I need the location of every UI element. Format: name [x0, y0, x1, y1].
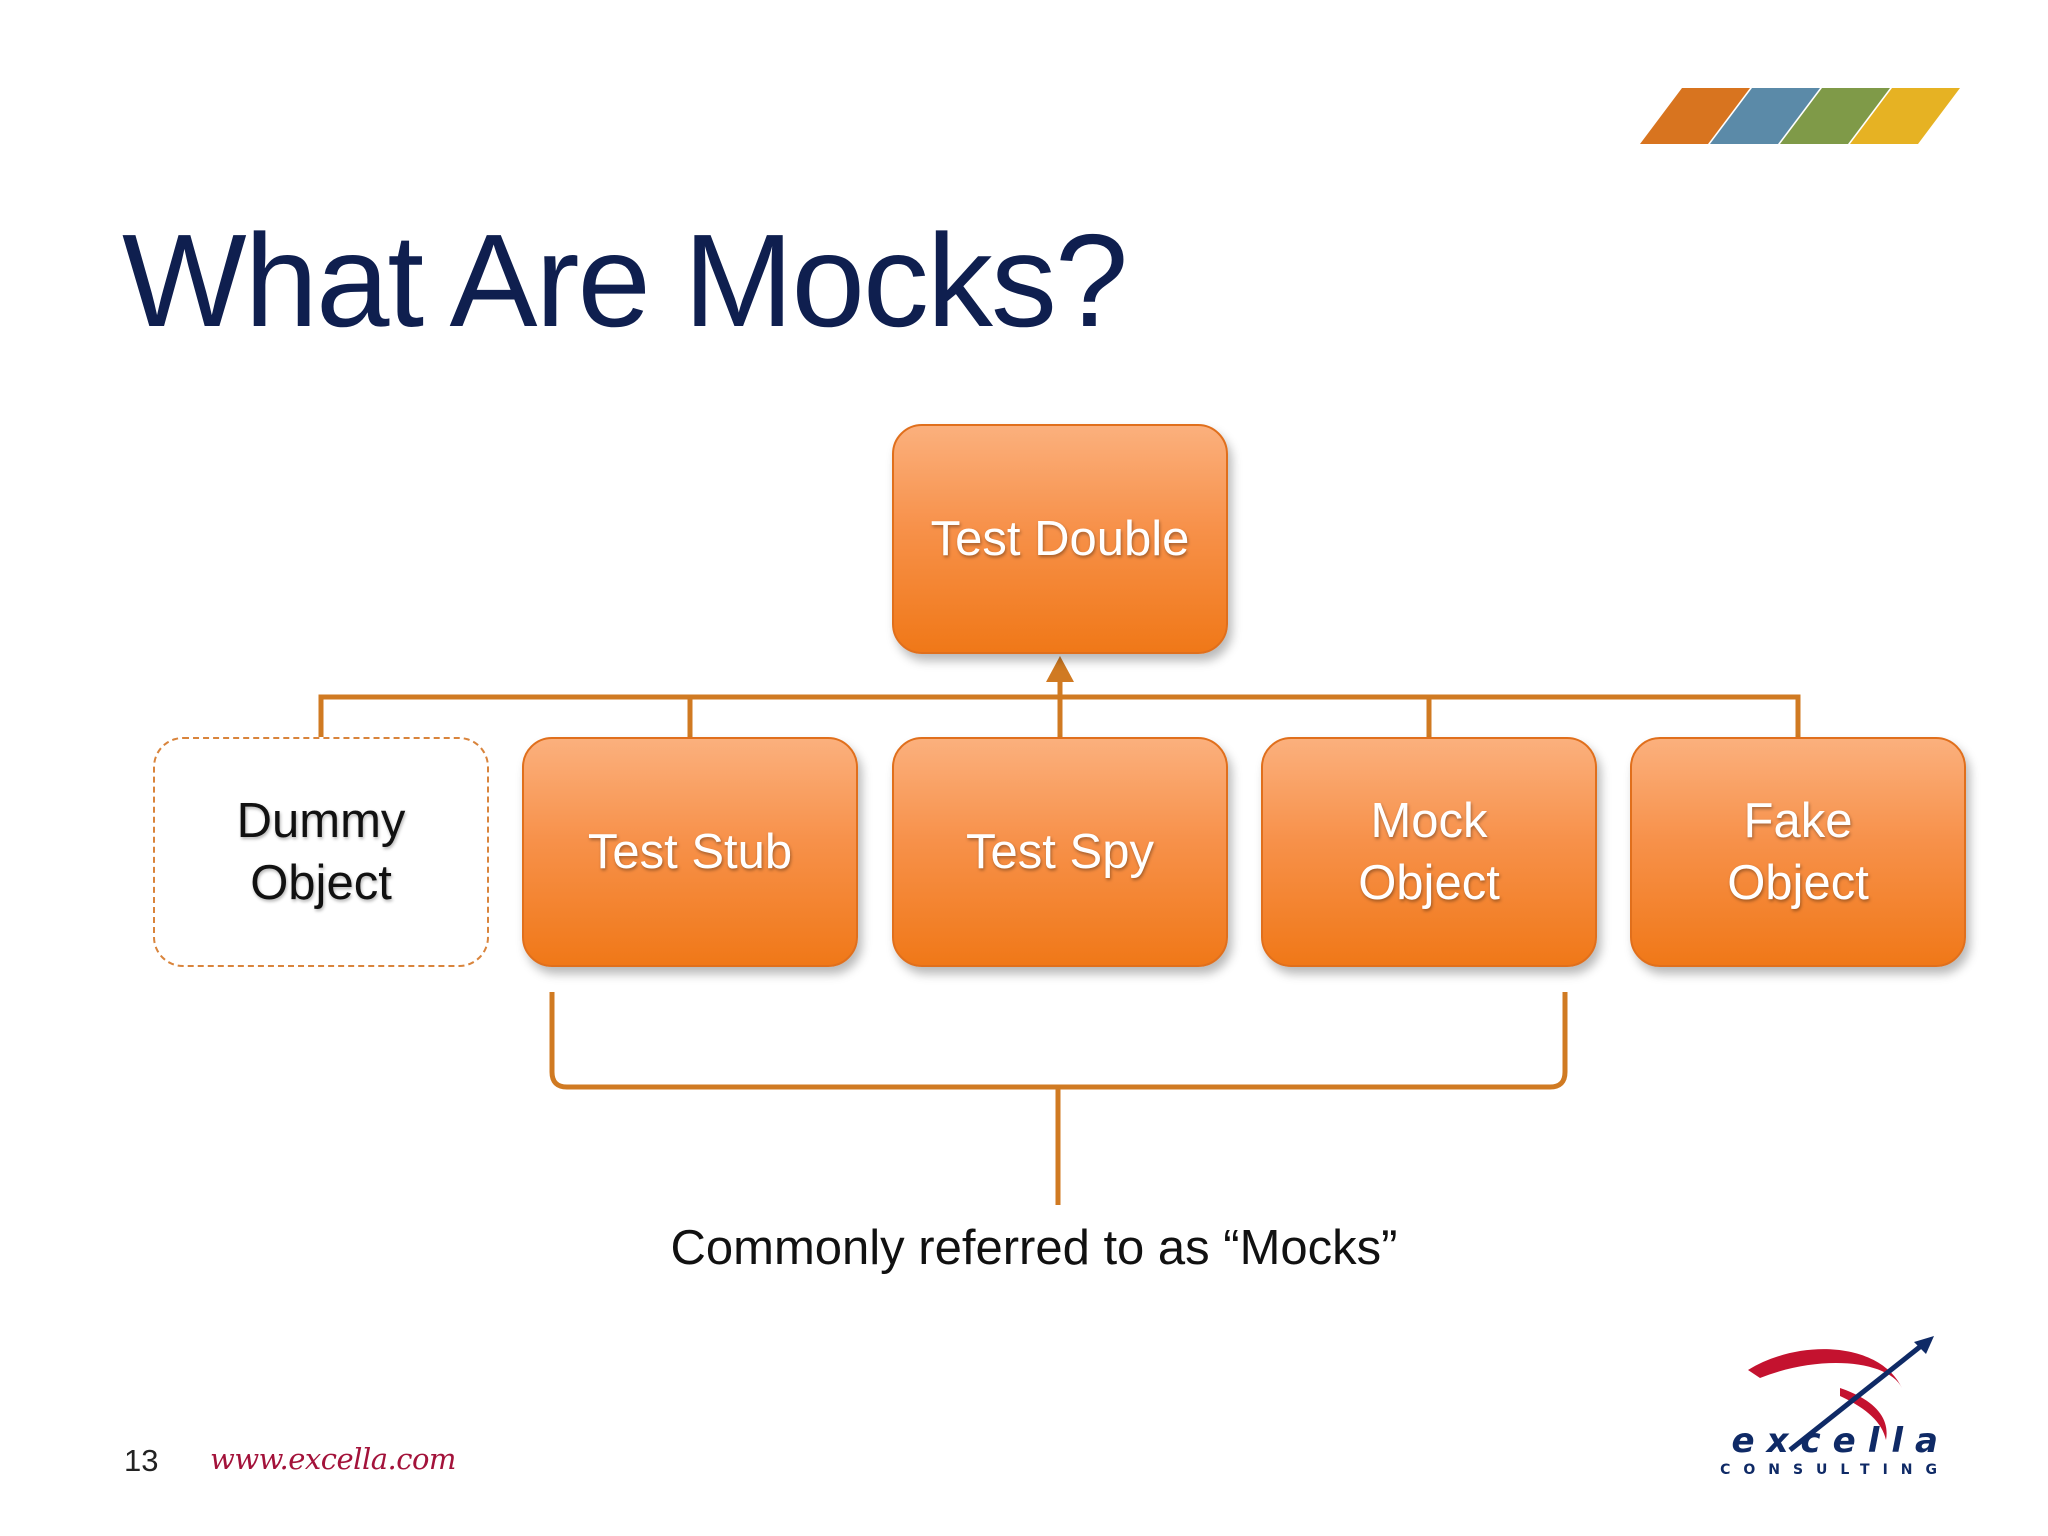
- slide-title: What Are Mocks?: [122, 207, 1128, 354]
- node-label: Fake Object: [1727, 794, 1869, 910]
- logo-arrow-head-icon: [1914, 1336, 1934, 1354]
- node-test-double: Test Double: [892, 424, 1228, 654]
- stripe-green: [1780, 88, 1890, 144]
- bracket-caption: Commonly referred to as “Mocks”: [670, 1221, 1398, 1275]
- node-label: Test Double: [930, 512, 1190, 566]
- logo-swoosh-red: [1748, 1349, 1902, 1388]
- stripe-blue: [1710, 88, 1820, 144]
- website-link[interactable]: www.excella.com: [210, 1442, 456, 1476]
- page-number: 13: [124, 1443, 159, 1478]
- node-label: Test Spy: [966, 825, 1154, 879]
- node-label: Mock Object: [1358, 794, 1500, 910]
- logo-arrow-shaft: [1788, 1340, 1928, 1452]
- node-test-stub: Test Stub: [522, 737, 858, 967]
- node-mock-object: Mock Object: [1261, 737, 1597, 967]
- decorative-stripes: [1640, 88, 1960, 144]
- excella-logo-icon: [1748, 1336, 1934, 1452]
- node-dummy-object: Dummy Object: [153, 737, 489, 967]
- node-test-spy: Test Spy: [892, 737, 1228, 967]
- node-fake-object: Fake Object: [1630, 737, 1966, 967]
- logo-subtitle: CONSULTING: [1720, 1462, 1950, 1478]
- stripe-yellow: [1850, 88, 1960, 144]
- bracket: [549, 992, 1568, 1090]
- arrow-head-icon: [1046, 656, 1074, 682]
- node-label: Test Stub: [587, 825, 793, 879]
- stripe-orange: [1640, 88, 1750, 144]
- logo-wordmark: excella: [1731, 1421, 1950, 1461]
- node-label: Dummy Object: [236, 794, 406, 910]
